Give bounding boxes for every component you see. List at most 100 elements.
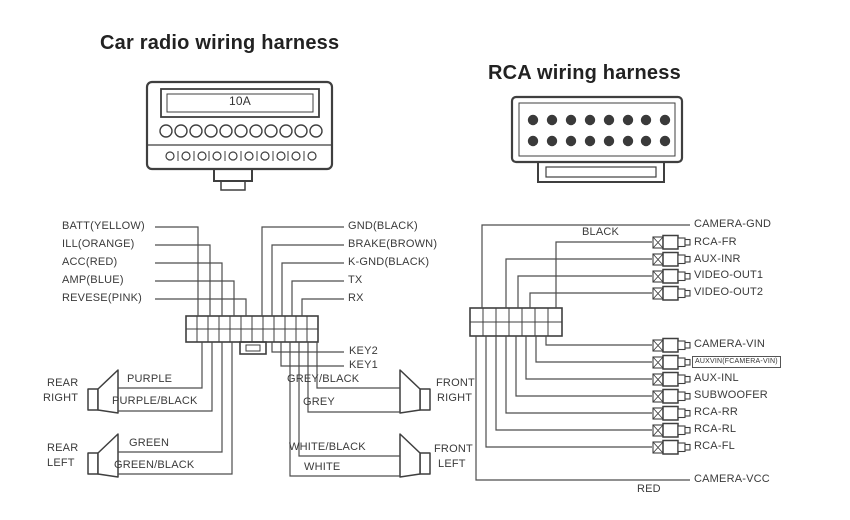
label-auxvin: AUXVIN(FCAMERA-VIN) bbox=[692, 356, 781, 368]
wire-label-white-black: WHITE/BLACK bbox=[289, 441, 366, 453]
wire-label-kgnd: K-GND(BLACK) bbox=[348, 256, 430, 268]
wire-key2 bbox=[271, 342, 344, 353]
wire-auxvin bbox=[535, 336, 652, 363]
aux-inr-jack-icon bbox=[652, 251, 691, 267]
wire-label-purple: PURPLE bbox=[127, 373, 173, 385]
radio-plug-clip bbox=[239, 341, 267, 355]
wire-amp bbox=[155, 280, 235, 316]
wire-video-out2 bbox=[529, 292, 652, 308]
front-right-speaker-label-2: RIGHT bbox=[437, 392, 473, 404]
fuse-slot-inner bbox=[166, 93, 314, 113]
wire-grey-black bbox=[316, 342, 400, 389]
rca-rr-jack-icon bbox=[652, 405, 691, 421]
rear-right-speaker-label-1: REAR bbox=[47, 377, 79, 389]
front-right-speaker-icon bbox=[399, 369, 431, 414]
speaker-icons bbox=[87, 369, 431, 478]
label-camera-vin: CAMERA-VIN bbox=[694, 338, 766, 350]
rca-connector-base bbox=[537, 161, 665, 183]
wire-ill bbox=[155, 244, 211, 316]
wire-label-white: WHITE bbox=[304, 461, 341, 473]
rca-fl-jack-icon bbox=[652, 439, 691, 455]
rca-pin-grid bbox=[527, 114, 671, 147]
label-rca-fr: RCA-FR bbox=[694, 236, 737, 248]
label-video-out1: VIDEO-OUT1 bbox=[694, 269, 764, 281]
wire-green bbox=[118, 342, 223, 453]
wire-aux-inl bbox=[525, 336, 652, 380]
rca-connector-inner bbox=[518, 102, 676, 157]
front-left-speaker-icon bbox=[399, 433, 431, 478]
rear-right-speaker-icon bbox=[87, 369, 119, 414]
wire-label-green-black: GREEN/BLACK bbox=[114, 459, 195, 471]
wire-camera-vin bbox=[545, 336, 652, 346]
radio-plug-clip-inner bbox=[245, 344, 261, 352]
label-rca-fl: RCA-FL bbox=[694, 440, 735, 452]
wire-grey bbox=[307, 342, 400, 413]
rca-plug-connector bbox=[469, 307, 563, 337]
label-camera-vcc: CAMERA-VCC bbox=[694, 473, 770, 485]
wire-label-batt: BATT(YELLOW) bbox=[62, 220, 145, 232]
rca-harness-connector bbox=[510, 95, 684, 183]
label-rca-rr: RCA-RR bbox=[694, 406, 738, 418]
wire-label-rx: RX bbox=[348, 292, 364, 304]
fuse-slot-outer bbox=[160, 88, 320, 118]
rear-left-speaker-label-1: REAR bbox=[47, 442, 79, 454]
title-rca-harness: RCA wiring harness bbox=[488, 62, 681, 84]
car-radio-connector bbox=[145, 80, 334, 191]
wire-subwoofer bbox=[515, 336, 652, 397]
wire-white bbox=[289, 342, 400, 477]
wires bbox=[118, 224, 690, 481]
rear-left-speaker-icon bbox=[87, 433, 119, 478]
wire-label-gnd: GND(BLACK) bbox=[348, 220, 418, 232]
wire-label-revese: REVESE(PINK) bbox=[62, 292, 143, 304]
wire-white-black bbox=[298, 342, 400, 457]
front-left-speaker-label-1: FRONT bbox=[434, 443, 473, 455]
wire-label-grey: GREY bbox=[303, 396, 335, 408]
rca-fr-jack-icon bbox=[652, 234, 691, 250]
radio-pin-row-large bbox=[159, 124, 323, 138]
radio-pin-row-small bbox=[165, 151, 317, 161]
wire-gnd bbox=[261, 226, 344, 316]
auxvin-jack-icon bbox=[652, 354, 691, 370]
wire-kgnd bbox=[281, 262, 344, 316]
wire-camera-gnd bbox=[481, 224, 690, 308]
subwoofer-jack-icon bbox=[652, 388, 691, 404]
wire-batt bbox=[155, 226, 199, 316]
wire-tx bbox=[291, 280, 344, 316]
rca-jack-icons bbox=[652, 234, 691, 455]
label-aux-inr: AUX-INR bbox=[694, 253, 741, 265]
front-left-speaker-label-2: LEFT bbox=[438, 458, 466, 470]
wire-camera-vcc bbox=[475, 336, 690, 481]
wire-video-out1 bbox=[517, 275, 652, 308]
wire-rx bbox=[301, 298, 344, 316]
radio-connector-tab-inner bbox=[220, 180, 246, 191]
title-car-radio-harness: Car radio wiring harness bbox=[100, 32, 340, 54]
camera-vin-jack-icon bbox=[652, 337, 691, 353]
video-out1-jack-icon bbox=[652, 268, 691, 284]
wire-label-grey-black: GREY/BLACK bbox=[287, 373, 360, 385]
rca-connector-body bbox=[510, 95, 684, 164]
label-rca-rl: RCA-RL bbox=[694, 423, 737, 435]
rear-right-speaker-label-2: RIGHT bbox=[43, 392, 79, 404]
wire-label-tx: TX bbox=[348, 274, 363, 286]
wire-key1 bbox=[280, 342, 344, 367]
rca-rl-jack-icon bbox=[652, 422, 691, 438]
wire-color-label-black: BLACK bbox=[582, 226, 620, 238]
radio-connector-tab bbox=[213, 168, 253, 182]
rca-connector-base-inner bbox=[545, 166, 657, 178]
aux-inl-jack-icon bbox=[652, 371, 691, 387]
rear-left-speaker-label-2: LEFT bbox=[47, 457, 75, 469]
wire-rca-fr bbox=[555, 241, 652, 308]
wire-label-green: GREEN bbox=[129, 437, 170, 449]
wire-label-brake: BRAKE(BROWN) bbox=[348, 238, 438, 250]
wire-label-acc: ACC(RED) bbox=[62, 256, 118, 268]
wire-brake bbox=[271, 244, 344, 316]
wire-label-purple-black: PURPLE/BLACK bbox=[112, 395, 198, 407]
wire-acc bbox=[155, 262, 223, 316]
wire-purple-black bbox=[118, 342, 213, 412]
wire-rca-fl bbox=[485, 336, 652, 448]
wire-purple bbox=[118, 342, 203, 389]
label-camera-gnd: CAMERA-GND bbox=[694, 218, 772, 230]
wire-label-key1: KEY1 bbox=[349, 359, 378, 371]
